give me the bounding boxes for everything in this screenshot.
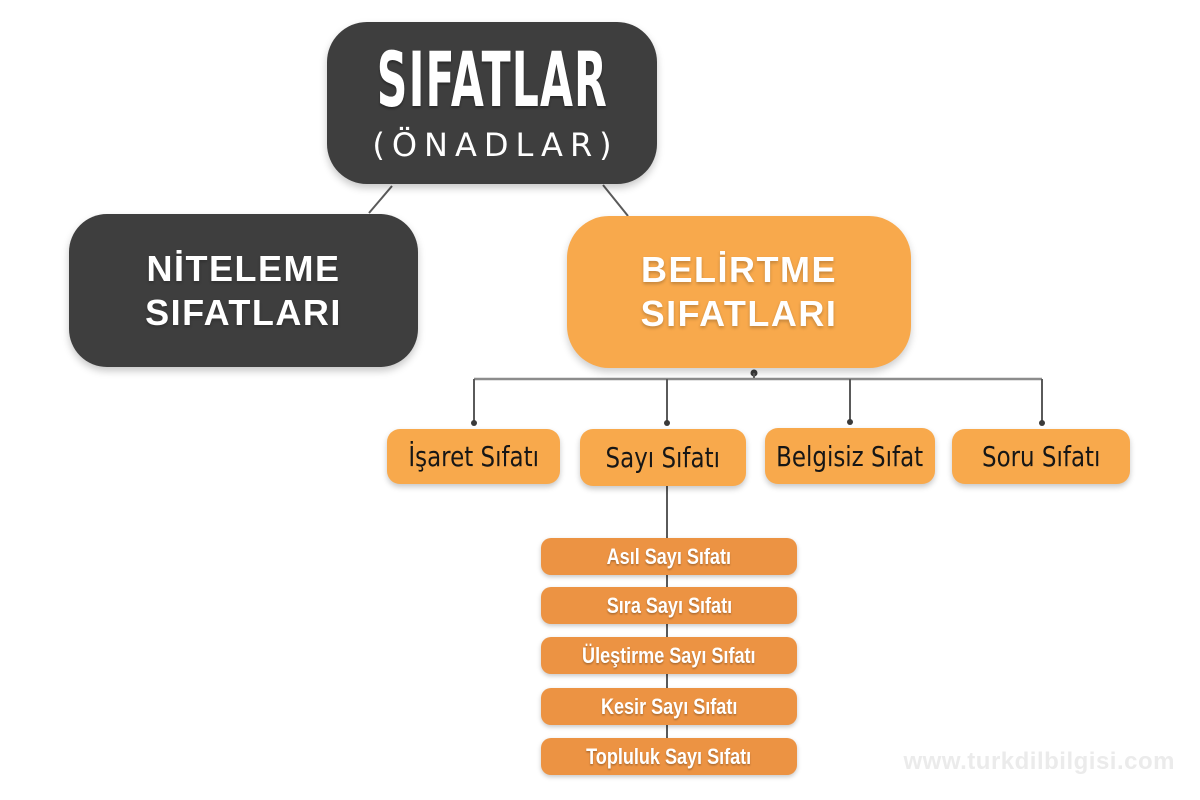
connector-drop-sayi xyxy=(664,379,670,426)
niteleme-label-line2: SIFATLARI xyxy=(145,291,342,333)
node-asil-sayi-sifati: Asıl Sayı Sıfatı xyxy=(541,538,797,575)
node-belgisiz-sifat: Belgisiz Sıfat xyxy=(765,428,935,484)
root-subtitle: (ÖNADLAR) xyxy=(372,126,619,164)
connector-drop-belgisiz xyxy=(847,379,853,425)
connector-root-to-belirtme xyxy=(602,184,629,217)
watermark-url: www.turkdilbilgisi.com xyxy=(903,748,1175,775)
node-sifatlar: SIFATLAR (ÖNADLAR) xyxy=(327,22,657,184)
node-kesir-sayi-sifati: Kesir Sayı Sıfatı xyxy=(541,688,797,725)
connector-drop-soru xyxy=(1039,379,1045,426)
node-sayi-sifati: Sayı Sıfatı xyxy=(580,429,746,486)
node-soru-sifati: Soru Sıfatı xyxy=(952,429,1130,484)
node-belirtme-sifatlari: BELİRTME SIFATLARI xyxy=(567,216,911,368)
node-isaret-sifati: İşaret Sıfatı xyxy=(387,429,560,484)
root-title: SIFATLAR xyxy=(376,35,608,124)
connector-root-to-niteleme xyxy=(368,185,393,214)
connector-drop-isaret xyxy=(471,379,477,426)
node-niteleme-sifatlari: NİTELEME SIFATLARI xyxy=(69,214,418,367)
belirtme-label-line1: BELİRTME xyxy=(641,249,837,291)
node-topluluk-sayi-sifati: Topluluk Sayı Sıfatı xyxy=(541,738,797,775)
belirtme-label-line2: SIFATLARI xyxy=(640,293,838,334)
node-sira-sayi-sifati: Sıra Sayı Sıfatı xyxy=(541,587,797,624)
niteleme-label-line1: NİTELEME xyxy=(146,247,341,289)
node-ulestirme-sayi-sifati: Üleştirme Sayı Sıfatı xyxy=(541,637,797,674)
